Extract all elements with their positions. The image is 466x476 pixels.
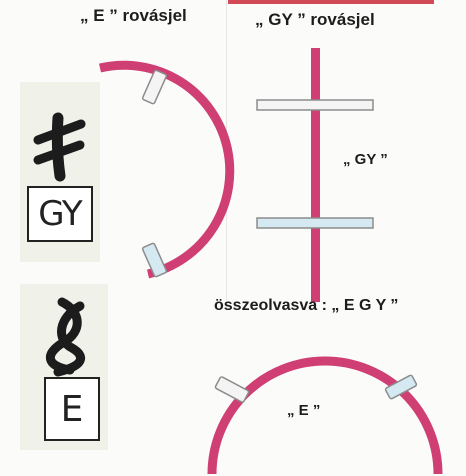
top-accent-bar (228, 0, 434, 4)
e-rune-glyph (46, 297, 86, 377)
gy-rune-title: „ GY ” rovásjel (255, 10, 375, 29)
e-rune-arc-vertical (98, 60, 235, 279)
gy-rune-bar (311, 48, 320, 302)
e-dome-peg-right (384, 374, 418, 400)
gy-bar-peg-top (256, 99, 374, 111)
gy-bar-peg-bottom (256, 217, 374, 229)
gy-letter-box: GY (27, 186, 93, 242)
e-dome-peg-left (214, 376, 250, 403)
e-rune-title: „ E ” rovásjel (80, 6, 187, 25)
gy-rune-glyph (33, 112, 86, 182)
e-rune-cross (53, 301, 86, 377)
e-letter-box: E (44, 377, 100, 441)
e-arc-peg-bottom (141, 242, 168, 278)
read-together-label: összeolvasva : „ E G Y ” (214, 297, 399, 314)
gy-label: „ GY ” (343, 151, 388, 168)
e-label: „ E ” (287, 402, 321, 419)
e-arc-peg-top (141, 69, 168, 105)
e-rune-arc-horizontal (207, 356, 443, 475)
gy-rune-lower-bar (33, 140, 85, 165)
gy-rune-stem (51, 112, 66, 182)
gy-rune-upper-bar (33, 119, 86, 145)
